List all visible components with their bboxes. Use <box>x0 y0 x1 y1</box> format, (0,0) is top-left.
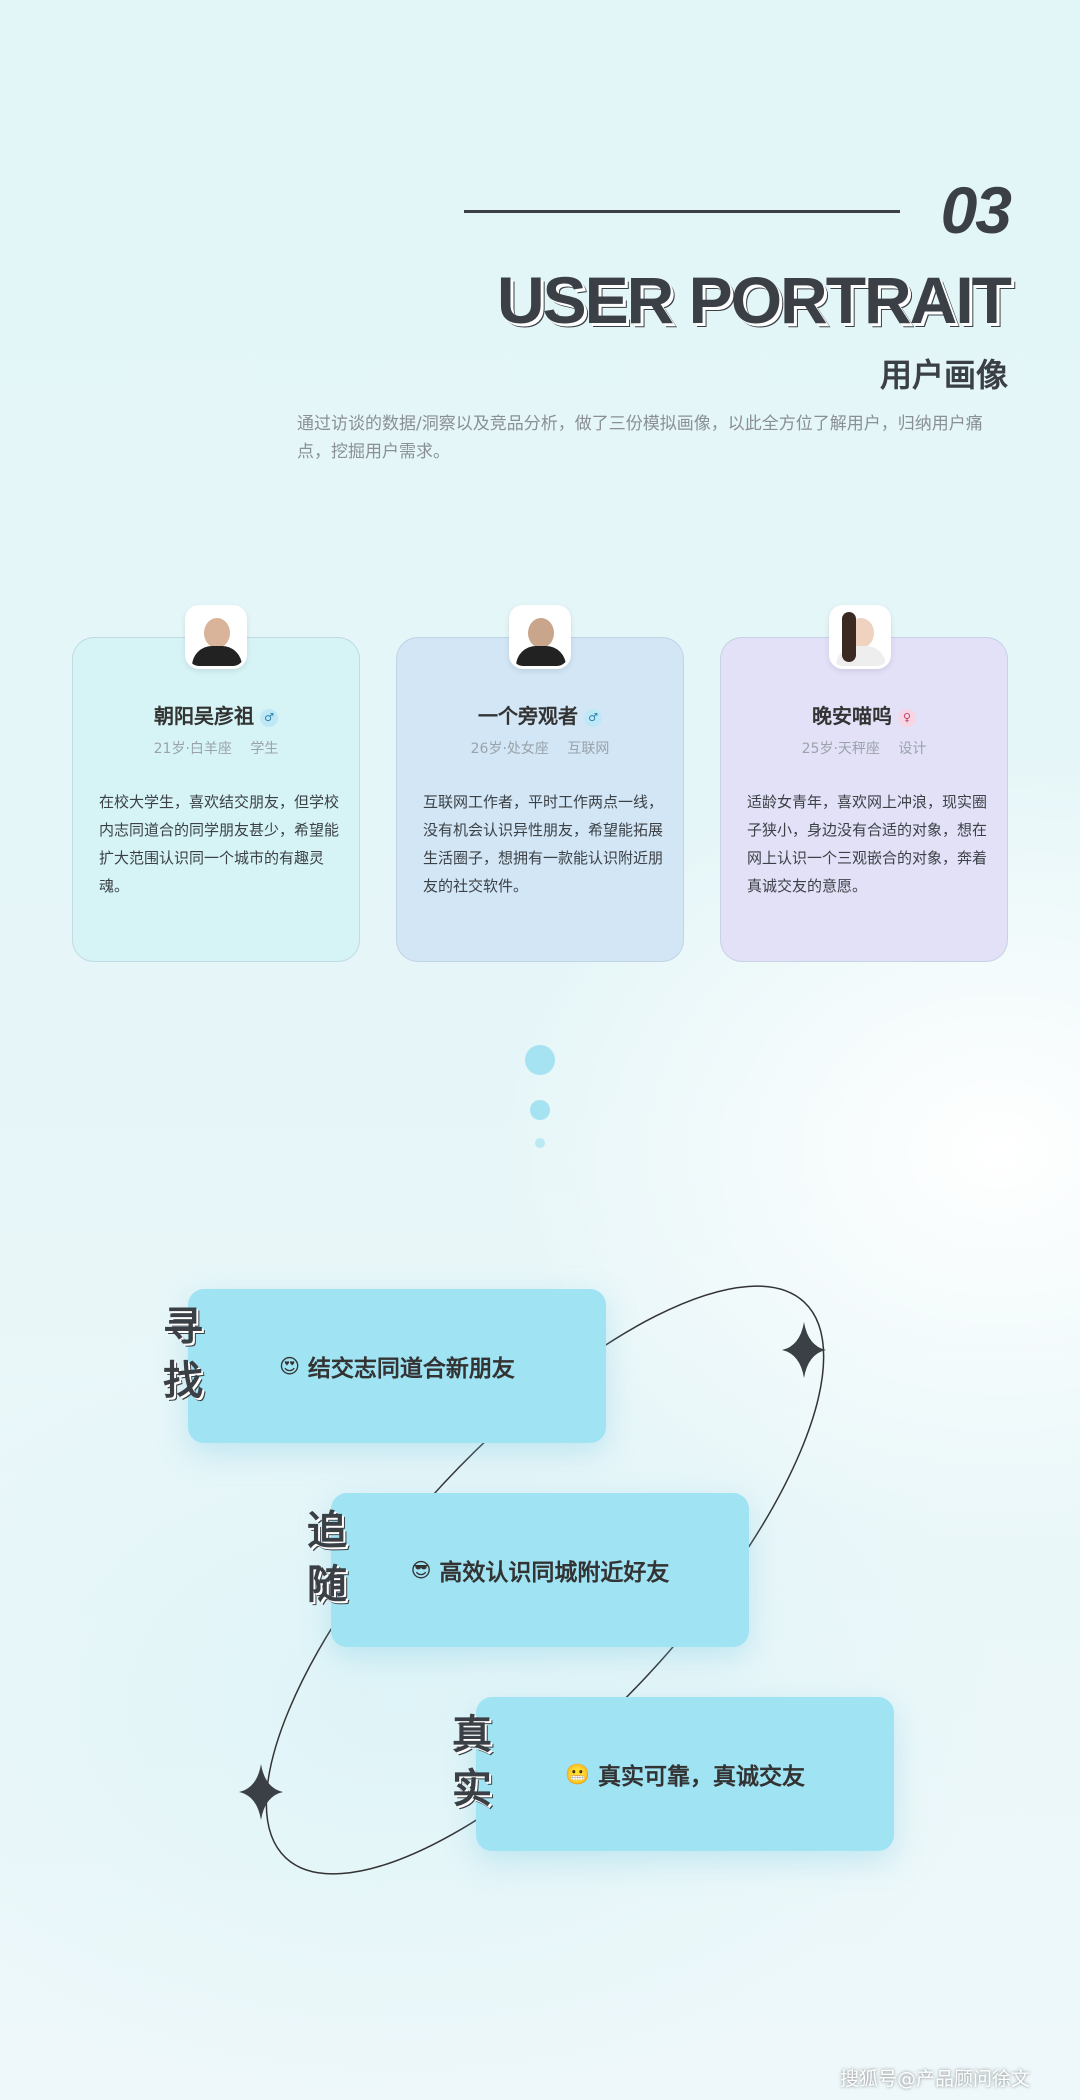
male-icon: ♂ <box>260 709 278 727</box>
need-text: 结交志同道合新朋友 <box>307 1356 515 1382</box>
persona-card: 晚安喵呜 ♀ 25岁·天秤座 设计 适龄女青年，喜欢网上冲浪，现实圈子狭小，身边没… <box>720 637 1008 962</box>
persona-card: 一个旁观者 ♂ 26岁·处女座 互联网 互联网工作者，平时工作两点一线，没有机会认… <box>396 637 684 962</box>
persona-name: 朝阳吴彦祖 <box>154 704 254 728</box>
persona-name: 一个旁观者 <box>478 704 578 728</box>
orbit-line <box>265 1285 825 1875</box>
female-icon: ♀ <box>898 709 916 727</box>
header-divider <box>464 210 900 213</box>
need-label: 追随 <box>307 1508 347 1608</box>
avatar <box>185 605 247 669</box>
avatar <box>509 605 571 669</box>
need-card: 😍 结交志同道合新朋友 <box>188 1289 606 1443</box>
decor-dot <box>535 1138 545 1148</box>
watermark: 搜狐号@产品顾问徐文 <box>840 2068 1031 2090</box>
emoji-icon: 😬 <box>565 1762 590 1786</box>
persona-bio: 互联网工作者，平时工作两点一线，没有机会认识异性朋友，希望能拓展生活圈子，想拥有… <box>423 793 664 895</box>
need-text: 高效认识同城附近好友 <box>439 1560 670 1586</box>
page-title: USER PORTRAIT <box>496 263 1012 337</box>
persona-meta: 21岁·白羊座 学生 <box>153 741 279 757</box>
sparkle-icon <box>782 1322 826 1378</box>
need-text: 真实可靠，真诚交友 <box>597 1764 805 1790</box>
decor-dot <box>530 1100 550 1120</box>
sparkle-icon <box>239 1764 283 1820</box>
persona-bio: 在校大学生，喜欢结交朋友，但学校内志同道合的同学朋友甚少，希望能扩大范围认识同一… <box>99 793 340 895</box>
persona-card: 朝阳吴彦祖 ♂ 21岁·白羊座 学生 在校大学生，喜欢结交朋友，但学校内志同道合的… <box>72 637 360 962</box>
section-description: 通过访谈的数据/洞察以及竞品分析，做了三份模拟画像，以此全方位了解用户，归纳用户… <box>297 414 983 462</box>
need-label: 寻找 <box>163 1304 203 1404</box>
emoji-icon: 😎 <box>410 1558 432 1582</box>
section-number: 03 <box>940 173 1012 247</box>
emoji-icon: 😍 <box>279 1354 300 1378</box>
persona-bio: 适龄女青年，喜欢网上冲浪，现实圈子狭小，身边没有合适的对象，想在网上认识一个三观… <box>747 793 988 895</box>
persona-meta: 26岁·处女座 互联网 <box>470 741 610 757</box>
male-icon: ♂ <box>584 709 602 727</box>
page-subtitle: 用户画像 <box>879 356 1008 394</box>
avatar <box>829 605 891 669</box>
persona-name: 晚安喵呜 <box>812 704 892 728</box>
need-label: 真实 <box>452 1712 492 1812</box>
persona-meta: 25岁·天秤座 设计 <box>801 741 927 757</box>
decor-dot <box>525 1045 555 1075</box>
need-card: 😬 真实可靠，真诚交友 <box>476 1697 894 1851</box>
need-card: 😎 高效认识同城附近好友 <box>331 1493 749 1647</box>
